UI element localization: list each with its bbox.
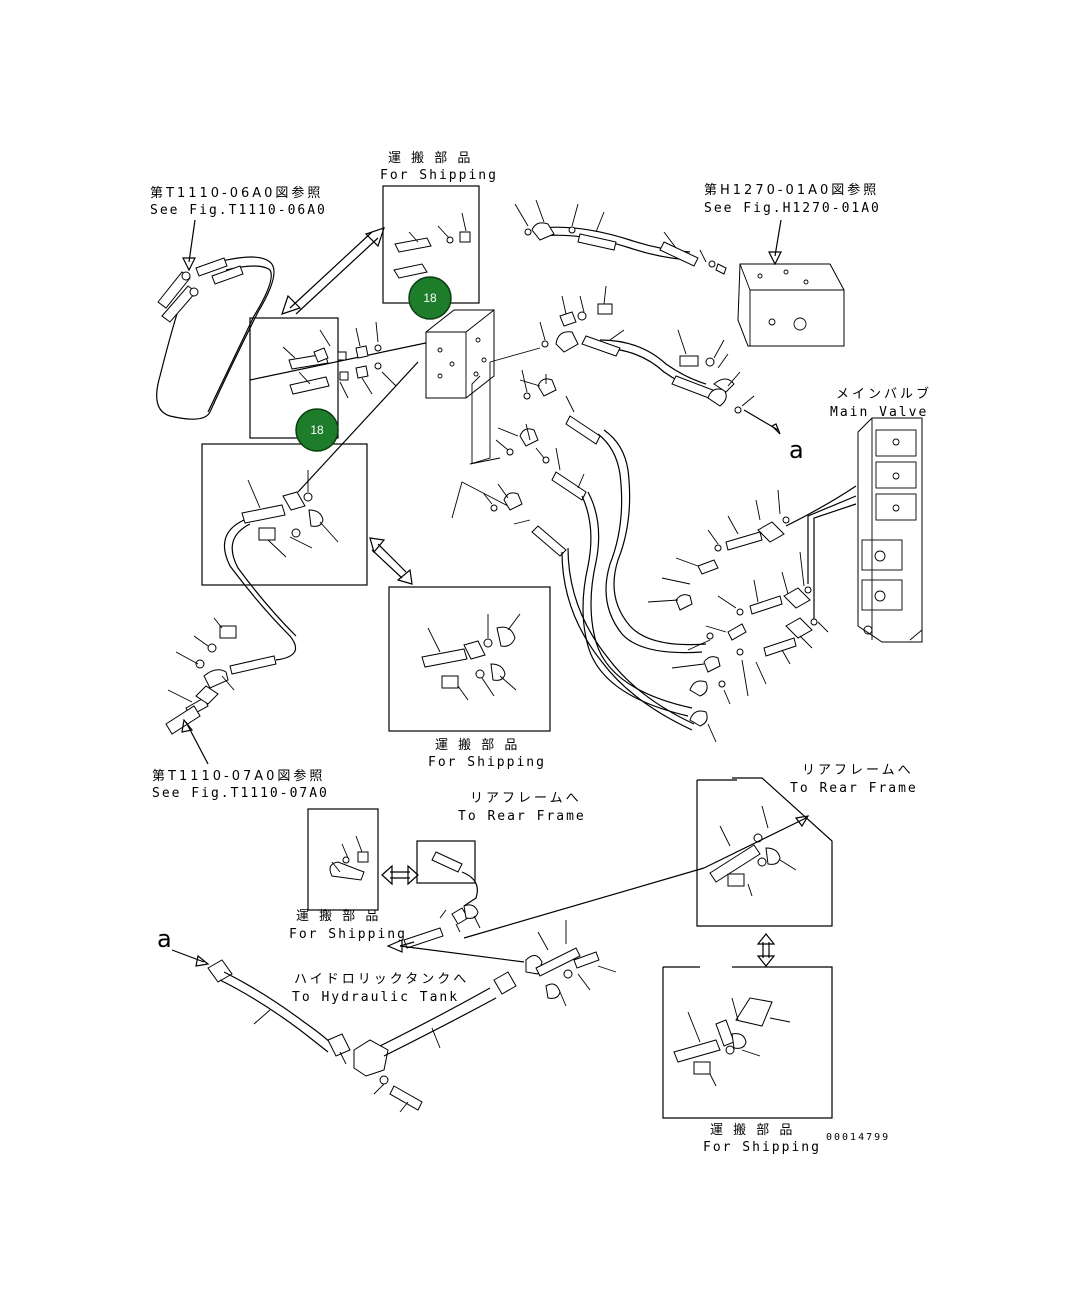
left-hose-loop xyxy=(156,219,275,420)
tank-en: To Hydraulic Tank xyxy=(292,990,459,1005)
lower-return-pipe xyxy=(171,949,517,1113)
double-arrow-middle xyxy=(369,537,413,585)
ref-t07a0-en: See Fig.T1110-07A0 xyxy=(152,786,329,801)
double-arrow-upper xyxy=(281,227,385,315)
shipping-box-rear-frame xyxy=(696,777,833,927)
rear-frame1-en: To Rear Frame xyxy=(790,781,918,796)
drawing-number: 00014799 xyxy=(826,1132,890,1143)
callout-circle[interactable] xyxy=(408,276,452,320)
shipping-box-lower-right xyxy=(662,966,833,1119)
shipping-box-lower-small xyxy=(307,808,379,911)
ship1-jp: 運 搬 部 品 xyxy=(388,151,473,166)
marker-a-upper: a xyxy=(789,436,804,464)
ship3-jp: 運 搬 部 品 xyxy=(296,909,381,924)
ship1-en: For Shipping xyxy=(380,168,498,183)
double-arrow-lower-right xyxy=(756,933,776,967)
ship4-en: For Shipping xyxy=(703,1140,821,1155)
callout-18-top[interactable]: 18 xyxy=(408,276,452,320)
pipe-to-h1270 xyxy=(514,199,727,275)
main-valve-en: Main Valve xyxy=(830,405,928,420)
ship4-jp: 運 搬 部 品 xyxy=(710,1123,795,1138)
rear-frame2-jp: リアフレームへ xyxy=(470,791,582,806)
center-hoses xyxy=(483,369,707,731)
bracket-lines xyxy=(451,347,541,519)
ref-h270-en: See Fig.H1270-01A0 xyxy=(704,201,881,216)
hydraulic-tank-line xyxy=(386,920,617,1007)
ship2-en: For Shipping xyxy=(428,755,546,770)
callout-18-left[interactable]: 18 xyxy=(295,408,339,452)
callout-label: 18 xyxy=(310,423,324,437)
valve-block-center xyxy=(313,309,495,399)
ref-t07a0-jp: 第T1110-07A0図参照 xyxy=(152,768,325,784)
left-hose-down xyxy=(165,519,297,765)
pipe-to-a-marker xyxy=(539,285,781,435)
tank-jp: ハイドロリックタンクへ xyxy=(294,972,469,987)
shipping-box-top xyxy=(382,185,480,304)
rear-frame-inset-box xyxy=(416,840,478,907)
shipping-box-left-flange xyxy=(201,443,368,586)
callout-circle[interactable] xyxy=(295,408,339,452)
ref-h270-jp: 第H1270-01A0図参照 xyxy=(704,182,879,198)
main-valve xyxy=(857,417,923,643)
shipping-box-center xyxy=(388,586,551,732)
main-valve-jp: メインバルブ xyxy=(836,386,932,402)
rear-frame-line xyxy=(403,815,810,949)
marker-a-lower: a xyxy=(157,925,172,953)
ship2-jp: 運 搬 部 品 xyxy=(435,738,520,753)
h1270-valve-block xyxy=(737,219,845,347)
rear-frame1-jp: リアフレームへ xyxy=(802,763,914,778)
ship3-en: For Shipping xyxy=(289,927,407,942)
rear-frame2-en: To Rear Frame xyxy=(458,809,586,824)
ref-t06a0-en: See Fig.T1110-06A0 xyxy=(150,203,327,218)
main-valve-connections xyxy=(647,485,857,743)
double-arrow-lower-left xyxy=(381,864,419,886)
callout-label: 18 xyxy=(423,291,437,305)
hose-to-block-2 xyxy=(297,361,419,493)
ref-t06a0-jp: 第T1110-06A0図参照 xyxy=(150,185,323,201)
